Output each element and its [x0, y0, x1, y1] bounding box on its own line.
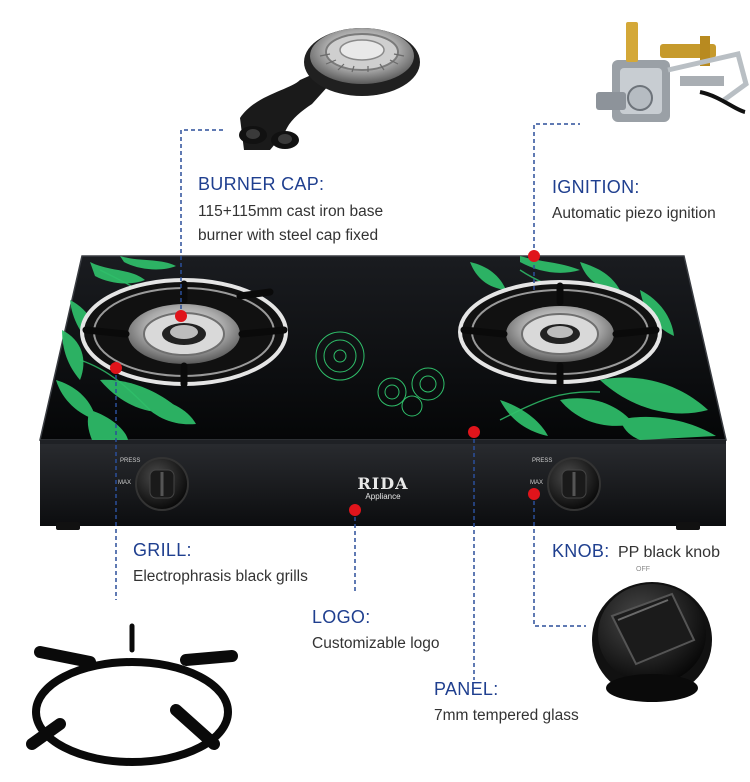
burner-cap-line-1: 115+115mm cast iron base — [198, 203, 384, 220]
brand-name: RIDA — [357, 474, 409, 493]
logo-title: LOGO: — [312, 607, 371, 627]
callout-markers — [110, 250, 540, 516]
floral-decoration — [56, 256, 716, 440]
left-knob-max-mark: MAX — [118, 480, 132, 486]
ignition-title: IGNITION: — [552, 177, 640, 197]
burner-cap-description: 115+115mm cast iron base burner with ste… — [198, 200, 383, 248]
ignition-description: Automatic piezo ignition — [552, 202, 716, 226]
brand-logo: RIDA Appliance — [356, 476, 410, 502]
right-knob — [547, 457, 601, 511]
ignition-line-1: Automatic piezo ignition — [552, 205, 716, 222]
knob-title: KNOB: — [552, 541, 610, 561]
grill-line-1: Electrophrasis black grills — [133, 568, 308, 585]
ignition-valve-photo — [596, 22, 749, 122]
knob-photo — [592, 582, 712, 702]
leader-lines — [115, 123, 586, 680]
stove-body — [39, 255, 727, 530]
knob-description: PP black knob — [617, 544, 720, 561]
burner-cap-photo — [239, 28, 420, 150]
panel-line-1: 7mm tempered glass — [434, 707, 579, 724]
right-knob-press-mark: PRESS — [532, 458, 553, 464]
right-burner — [458, 280, 662, 388]
grill-description: Electrophrasis black grills — [133, 565, 308, 589]
brand-subtitle: Appliance — [365, 492, 401, 501]
panel-description: 7mm tempered glass — [434, 704, 579, 728]
burner-cap-title: BURNER CAP: — [198, 174, 325, 194]
left-burner — [80, 278, 288, 388]
logo-description: Customizable logo — [312, 632, 440, 656]
left-knob-press-mark: PRESS — [120, 458, 141, 464]
right-knob-max-mark: MAX — [530, 480, 544, 486]
circle-motif — [315, 331, 445, 417]
panel-title: PANEL: — [434, 679, 499, 699]
burner-cap-line-2: burner with steel cap fixed — [198, 227, 379, 244]
left-knob — [135, 457, 189, 511]
grill-title: GRILL: — [133, 540, 192, 560]
knob-label: KNOB: PP black knob — [552, 541, 720, 562]
logo-line-1: Customizable logo — [312, 635, 440, 652]
knob-photo-off-mark: OFF — [636, 566, 650, 573]
grill-photo — [26, 623, 238, 766]
